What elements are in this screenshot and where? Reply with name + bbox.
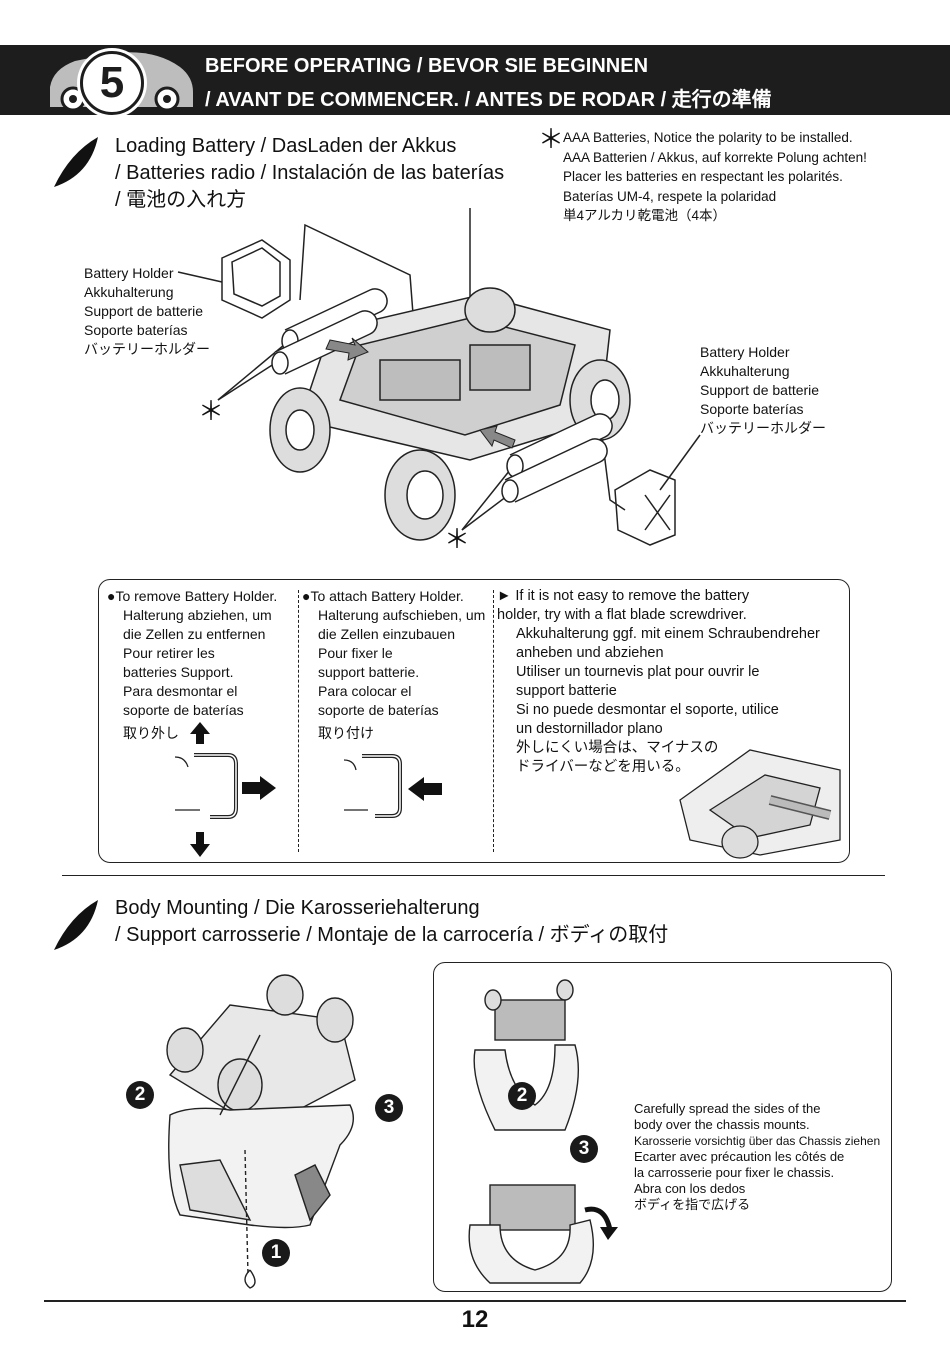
header-bar: 5 BEFORE OPERATING / BEVOR SIE BEGINNEN … — [0, 45, 950, 115]
body-spread-top-illustration — [473, 979, 579, 1131]
crescent-bullet-icon — [54, 900, 98, 950]
asterisk-mark-bottom: ＊ — [444, 524, 471, 554]
remove-holder-diagram — [174, 722, 276, 857]
step-badge-1: 1 — [262, 1239, 290, 1267]
header-title-line2: / AVANT DE COMMENCER. / ANTES DE RODAR /… — [205, 89, 772, 111]
asterisk-mark: ＊ — [538, 124, 565, 154]
attach-holder-diagram — [343, 754, 442, 818]
remove-holder-text: ●To remove Battery Holder. Halterung abz… — [107, 588, 278, 741]
loading-battery-title: Loading Battery / DasLaden der Akkus / B… — [115, 135, 505, 211]
asterisk-mark-left: ＊ — [198, 396, 225, 426]
screwdriver-illustration — [679, 749, 841, 859]
step-badge-2-right: 2 — [508, 1082, 536, 1110]
attach-holder-text: ●To attach Battery Holder. Halterung auf… — [302, 588, 486, 741]
step-number: 5 — [80, 51, 144, 115]
footer-rule — [44, 1300, 906, 1302]
crescent-bullet-icon — [54, 137, 98, 187]
page-number: 12 — [461, 1306, 489, 1333]
header-title-line1: BEFORE OPERATING / BEVOR SIE BEGINNEN — [205, 55, 649, 77]
body-spread-bottom-illustration — [468, 1184, 618, 1284]
section-divider — [62, 875, 885, 876]
column-divider-2 — [493, 590, 494, 852]
column-divider-1 — [298, 590, 299, 852]
body-mounting-illustration — [166, 974, 356, 1289]
body-mounting-title: Body Mounting / Die Karosseriehalterung … — [115, 897, 669, 946]
step-badge-2-left: 2 — [126, 1081, 154, 1109]
battery-holder-label-right: Battery Holder Akkuhalterung Support de … — [700, 344, 826, 436]
body-spread-detail-box — [433, 962, 892, 1292]
battery-holder-instructions-box — [98, 579, 850, 863]
spread-body-note: Carefully spread the sides of the body o… — [634, 1101, 881, 1212]
chassis-battery-illustration — [177, 208, 701, 546]
step-badge-3-right: 3 — [570, 1135, 598, 1163]
screwdriver-tip-text: ► If it is not easy to remove the batter… — [497, 588, 820, 775]
step-badge-3-left: 3 — [375, 1094, 403, 1122]
battery-holder-label-left: Battery Holder Akkuhalterung Support de … — [84, 265, 210, 357]
battery-polarity-note: AAA Batteries, Notice the polarity to be… — [563, 130, 867, 223]
